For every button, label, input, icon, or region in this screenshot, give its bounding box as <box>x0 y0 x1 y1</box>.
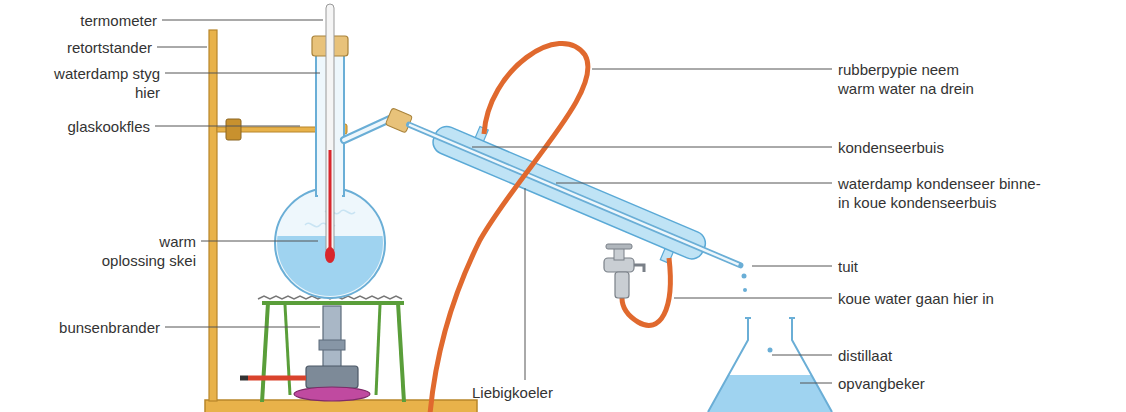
tap-wall <box>634 265 644 272</box>
gas-inlet <box>248 376 306 381</box>
thermometer-stem <box>326 4 334 254</box>
leader-line <box>472 147 832 148</box>
part-label: termometer <box>47 11 157 30</box>
burner-body <box>306 366 358 388</box>
tripod <box>258 296 404 402</box>
stand-rod <box>209 30 217 401</box>
part-label: glaskookfles <box>40 117 150 136</box>
outlet-rubber-tube <box>430 43 588 412</box>
leader-line <box>556 183 832 184</box>
part-label: waterdamp styg hier <box>48 64 160 102</box>
side-arm <box>344 118 392 140</box>
tap-handle <box>614 248 624 260</box>
leader-line <box>592 69 832 70</box>
part-label: Liebigkoeler <box>472 383 582 402</box>
burner-base <box>294 387 370 401</box>
thermometer <box>325 4 335 263</box>
leader-line <box>165 327 320 328</box>
receiving-flask <box>708 318 832 412</box>
gas-valve <box>240 376 248 381</box>
part-label: kondenseerbuis <box>838 138 998 157</box>
leader-line <box>772 355 832 356</box>
water-tap <box>604 244 644 298</box>
leader-lines <box>155 20 832 383</box>
part-label: warm oplossing skei <box>98 232 196 270</box>
part-label: bunsenbrander <box>40 318 160 337</box>
burner-tube <box>323 306 341 368</box>
inner-bore <box>409 125 739 265</box>
leader-line <box>201 241 318 242</box>
leader-line <box>165 73 320 74</box>
leader-line <box>800 383 832 384</box>
drop <box>743 288 747 292</box>
drop <box>742 274 747 279</box>
leader-line <box>155 126 300 127</box>
tripod-leg <box>262 303 268 402</box>
tripod-ring <box>262 301 404 305</box>
part-label: distillaat <box>838 346 958 365</box>
part-label: opvangbeker <box>838 374 958 393</box>
tap-spout <box>615 272 629 298</box>
tripod-leg <box>285 305 290 395</box>
clamp-boss <box>226 119 241 140</box>
joint-stopper <box>385 108 412 133</box>
thermometer-column <box>329 150 332 250</box>
part-label: koue water gaan hier in <box>838 289 1038 308</box>
tripod-leg <box>398 303 404 402</box>
part-label: tuit <box>838 257 958 276</box>
part-label: waterdamp kondenseer binne-in koue konde… <box>838 174 1042 212</box>
leader-line <box>674 298 832 299</box>
flask-wall <box>708 318 832 412</box>
air-collar <box>319 340 345 350</box>
leader-line <box>157 47 207 48</box>
stand-base <box>205 400 477 412</box>
tap-handle <box>606 244 632 249</box>
leader-line <box>752 266 832 267</box>
side-arm-bore <box>344 118 392 140</box>
flask-rim <box>789 317 795 319</box>
part-label: retortstander <box>42 38 152 57</box>
thermometer-bulb <box>325 247 335 263</box>
tripod-leg <box>376 305 380 395</box>
flask-rim <box>745 317 751 319</box>
retort-stand <box>205 30 477 412</box>
part-label: rubberpypie neem warm water na drein <box>838 60 986 98</box>
leader-line <box>525 188 526 380</box>
drop <box>768 348 773 353</box>
leader-line <box>162 20 323 21</box>
inner-tube <box>409 125 740 266</box>
